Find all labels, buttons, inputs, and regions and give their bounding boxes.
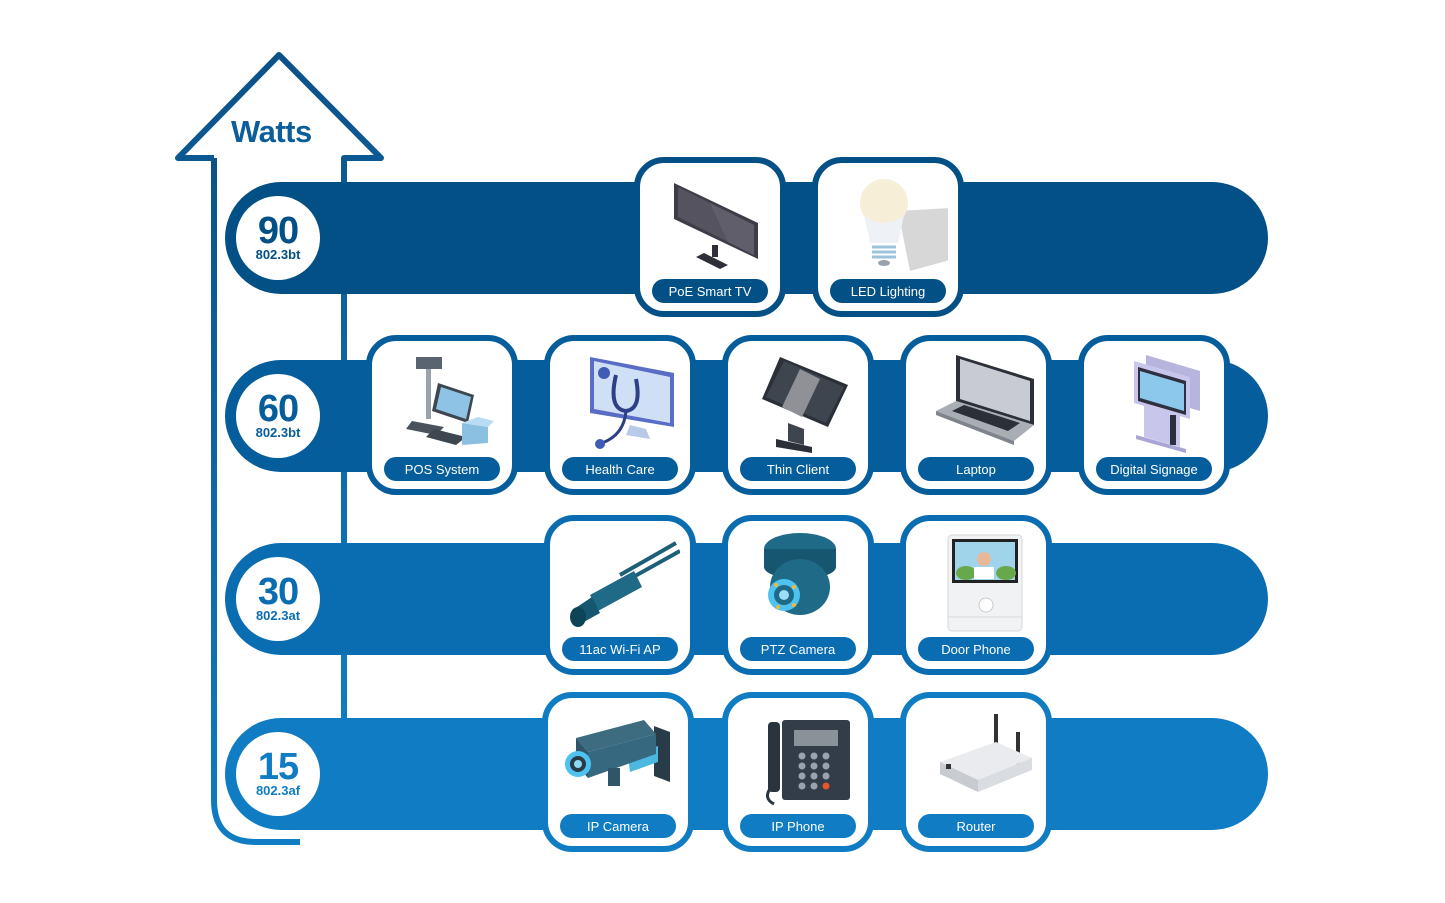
router-icon: [940, 714, 1032, 792]
tier-level-badge-60w: 60 802.3bt: [236, 374, 320, 458]
ip-phone-icon: [766, 720, 850, 806]
tier-watts: 30: [257, 571, 299, 613]
device-label: Door Phone: [918, 637, 1034, 661]
kiosk-signage-icon: [1134, 355, 1200, 453]
device-card-ptz-camera: PTZ Camera: [722, 515, 874, 675]
device-label: PoE Smart TV: [652, 279, 768, 303]
device-card-pos-system: POS System: [366, 335, 518, 495]
led-bulb-icon: [860, 179, 948, 271]
thin-client-monitor-icon: [762, 357, 848, 453]
device-label: POS System: [384, 457, 500, 481]
device-card-digital-signage: Digital Signage: [1078, 335, 1230, 495]
wifi-ap-icon: [570, 541, 680, 627]
axis-label: Watts: [231, 114, 312, 149]
device-card-thin-client: Thin Client: [722, 335, 874, 495]
ptz-camera-icon: [764, 533, 836, 615]
tier-standard: 802.3at: [255, 608, 301, 623]
tier-level-badge-30w: 30 802.3at: [236, 557, 320, 641]
device-label: Digital Signage: [1096, 457, 1212, 481]
device-card-11ac-wifi-ap: 11ac Wi-Fi AP: [544, 515, 696, 675]
device-label: Laptop: [918, 457, 1034, 481]
device-label: Router: [918, 814, 1034, 838]
tier-standard: 802.3af: [255, 783, 301, 798]
device-label: PTZ Camera: [740, 637, 856, 661]
pos-terminal-icon: [406, 357, 494, 445]
tier-watts: 90: [257, 210, 299, 252]
device-card-health-care: Health Care: [544, 335, 696, 495]
smart-tv-icon: [674, 183, 758, 269]
device-label: IP Camera: [560, 814, 676, 838]
device-card-ip-phone: IP Phone: [722, 692, 874, 852]
tier-level-badge-90w: 90 802.3bt: [236, 196, 320, 280]
ip-camera-icon: [565, 720, 670, 786]
device-card-door-phone: Door Phone: [900, 515, 1052, 675]
device-card-router: Router: [900, 692, 1052, 852]
device-label: Thin Client: [740, 457, 856, 481]
device-card-ip-camera: IP Camera: [542, 692, 694, 852]
device-label: Health Care: [562, 457, 678, 481]
laptop-icon: [936, 355, 1034, 445]
tier-level-badge-15w: 15 802.3af: [236, 732, 320, 816]
device-label: LED Lighting: [830, 279, 946, 303]
device-label: IP Phone: [740, 814, 856, 838]
tier-standard: 802.3bt: [255, 247, 301, 262]
device-label: 11ac Wi-Fi AP: [562, 637, 678, 661]
device-card-poe-smart-tv: PoE Smart TV: [634, 157, 786, 317]
device-card-led-lighting: LED Lighting: [812, 157, 964, 317]
tier-standard: 802.3bt: [255, 425, 301, 440]
tier-watts: 15: [257, 746, 299, 788]
tier-watts: 60: [257, 388, 299, 430]
stethoscope-monitor-icon: [590, 357, 674, 449]
door-phone-icon: [947, 534, 1023, 632]
device-card-laptop: Laptop: [900, 335, 1052, 495]
